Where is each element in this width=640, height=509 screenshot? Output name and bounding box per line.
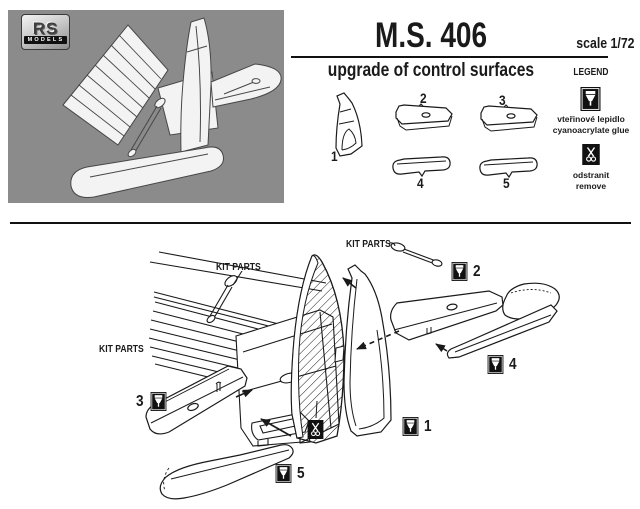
logo-text-rs: RS (32, 18, 59, 38)
step-number: 4 (509, 355, 517, 373)
kit-parts-label-left: KIT PARTS (99, 343, 144, 355)
kit-parts-label-top: KIT PARTS (216, 261, 261, 273)
right-elevator-drawing (390, 282, 560, 359)
assembly-exploded-diagram (145, 242, 560, 500)
box-art-photo: RS MODELS (8, 10, 284, 203)
logo-text-models: MODELS (23, 35, 68, 44)
section-divider (10, 222, 631, 224)
scale-label: scale 1/72 (576, 36, 635, 52)
part-label-1: 1 (331, 148, 338, 164)
glue-bottle-icon (580, 87, 601, 111)
step-number: 3 (136, 392, 144, 410)
step-number: 5 (297, 464, 305, 482)
part-label-3: 3 (499, 92, 506, 108)
part-label-4: 4 (417, 175, 424, 191)
glue-bottle-icon (487, 355, 504, 374)
step-marker-3: 3 (136, 392, 167, 411)
resin-parts-diagram (335, 92, 538, 178)
fin-drawing (290, 254, 345, 444)
lower-elevator-drawing (159, 444, 294, 500)
subtitle: upgrade of control surfaces (327, 59, 535, 81)
mass-balance-rods (206, 242, 443, 324)
step-marker-2: 2 (451, 262, 482, 281)
step-marker-1: 1 (402, 417, 433, 436)
title-rule (291, 56, 608, 58)
step-marker-4: 4 (487, 355, 518, 374)
step-marker-5: 5 (275, 464, 306, 483)
remove-label: odstranit remove (572, 170, 610, 191)
assembly-arrows (235, 277, 448, 437)
step-number: 2 (473, 262, 481, 280)
page-title: M.S. 406 (374, 16, 488, 55)
glue-bottle-icon (150, 392, 167, 411)
scissors-icon (307, 420, 324, 439)
part-label-5: 5 (503, 175, 510, 191)
scissors-icon (582, 144, 600, 165)
left-elevator-drawing (145, 365, 248, 435)
glue-label: vteřinové lepidlo cyanoacrylate glue (552, 114, 630, 135)
rs-models-logo: RS MODELS (21, 14, 70, 50)
step-number: 1 (424, 417, 432, 435)
glue-bottle-icon (275, 464, 292, 483)
glue-bottle-icon (402, 417, 419, 436)
glue-bottle-icon (451, 262, 468, 281)
kit-parts-label-right: KIT PARTS (346, 238, 391, 250)
rudder-part-drawing (343, 264, 392, 437)
legend-heading: LEGEND (573, 66, 609, 78)
part-label-2: 2 (420, 90, 427, 106)
tail-assembly-photo-drawing (62, 17, 282, 198)
